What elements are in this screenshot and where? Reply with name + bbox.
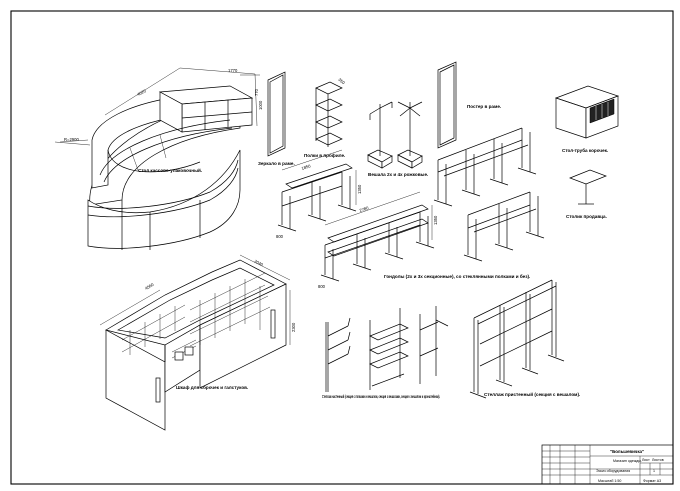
dim-counter-h: 1000 (258, 100, 263, 110)
dim-counter-small: 770 (254, 88, 259, 96)
gondola-3-drawing (433, 127, 537, 207)
title-sheet-name: Эскиз оборудования (596, 469, 630, 473)
label-mirror: Зеркало в раме. (258, 161, 295, 166)
gondola-4-drawing (463, 191, 545, 262)
title-scale: Масштаб 1:50 (598, 479, 621, 483)
hangers-drawing: Вешала 2х и 4х рожковые. (367, 101, 428, 177)
title-format: Формат А3 (643, 479, 661, 483)
stand-table-drawing: Столик продавца. (566, 169, 607, 219)
label-wardrobe: Шкаф для сорочек и галстуков. (176, 384, 248, 390)
label-wall-rack-2: Стеллаж пристенный (секция с вешалом). (484, 391, 580, 397)
wall-rack-2-drawing: Стеллаж пристенный (секция с вешалом). (469, 279, 580, 399)
label-counter: Стол кассово-упаковочный. (138, 167, 202, 173)
dim-wardrobe-h: 2300 (291, 322, 296, 332)
label-shelves-profile: Полки в профиле. (304, 152, 345, 158)
dim-gondola1-d: 800 (276, 234, 284, 239)
dim-gondola2-d: 800 (318, 284, 326, 289)
title-sheets-label: Листов (652, 458, 664, 462)
dim-counter-w: 1770 (228, 68, 238, 73)
label-stand-table: Столик продавца. (566, 214, 607, 219)
pipe-table-drawing: Стол-труба корочек. (554, 85, 620, 153)
wall-rack-drawing: Стеллаж настенный (секция с полками и ве… (322, 306, 449, 399)
label-wall-rack: Стеллаж настенный (секция с полками и ве… (322, 393, 440, 399)
title-sheet-label: Лист (642, 458, 650, 462)
dim-gondola2-w: 2780 (359, 205, 370, 213)
dim-counter-r: R=2900 (64, 137, 79, 142)
gondola-1-drawing: 1850 1350 800 (276, 149, 362, 239)
label-gondolas: Гондолы (2х и 3х секционные), со стеклян… (384, 273, 530, 279)
dim-wardrobe-w2: 2040 (254, 258, 265, 267)
label-pipe-table: Стол-труба корочек. (562, 147, 608, 153)
counter-drawing: 4020 1770 1000 770 R=2900 Стол кассово-у… (54, 67, 263, 250)
poster-drawing: Постер в раме. (437, 61, 501, 149)
dim-counter-len: 4020 (136, 88, 147, 97)
dim-gondola1-w: 1850 (301, 163, 312, 171)
drawing-frame (10, 10, 674, 485)
label-hangers: Вешала 2х и 4х рожковые. (368, 172, 428, 177)
mirror-drawing: Зеркало в раме. (258, 71, 295, 166)
label-poster: Постер в раме. (467, 104, 501, 109)
dim-gondola1-h: 1350 (357, 184, 362, 194)
dim-shelves-w: 350 (337, 77, 346, 86)
dim-gondola2-h: 1350 (433, 215, 438, 225)
title-company: "Большевичка" (610, 449, 644, 454)
title-sheet-num: 1 (653, 469, 655, 473)
dim-wardrobe-w1: 4560 (144, 282, 155, 291)
shelves-profile-drawing: 350 Полки в профиле. (304, 77, 346, 158)
title-project: Магазин одежды. (613, 459, 642, 463)
title-block: "Большевичка" Магазин одежды. Эскиз обор… (541, 444, 674, 485)
gondola-2-drawing: 2780 1350 800 Гондолы (2х и 3х секционны… (318, 191, 530, 289)
wardrobe-drawing: 4560 2040 2300 Шкаф для сорочек и галсту… (99, 254, 296, 431)
